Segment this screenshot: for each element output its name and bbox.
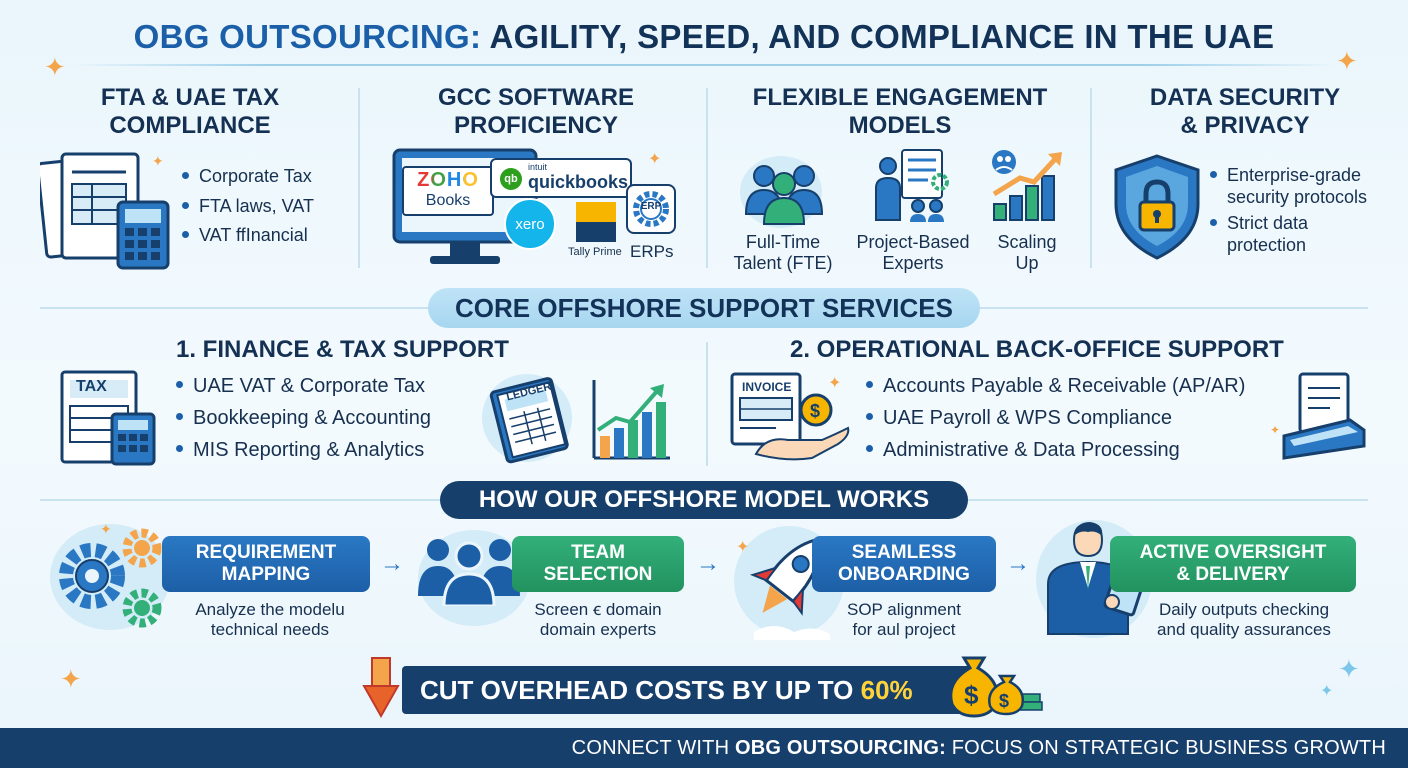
footer-bar: CONNECT WITH OBG OUTSOURCING: FOCUS ON S… [0,728,1408,768]
svg-text:$: $ [964,680,979,710]
intuit-label: intuit [528,162,548,172]
title-brand: OBG OUTSOURCING: [133,18,482,55]
operations-bullet: Accounts Payable & Receivable (AP/AR) [866,375,1245,397]
operations-bullet: Administrative & Data Processing [866,439,1180,461]
operations-bullet: UAE Payroll & WPS Compliance [866,407,1172,429]
quickbooks-logo: qb intuit quickbooks. [490,158,634,198]
tax-documents-icon [40,150,172,272]
finance-bullet: MIS Reporting & Analytics [176,439,424,461]
column-divider [358,88,360,268]
arrow-right-icon: → [1006,550,1030,577]
sparkle-icon: ✦ [60,664,82,694]
finance-bullet: UAE VAT & Corporate Tax [176,375,425,397]
tax-form-icon [50,366,160,466]
column-divider [706,342,708,466]
sparkle-icon: ✦ [648,151,662,168]
tax-form-label: TAX [76,378,107,395]
shield-lock-icon [1110,152,1204,262]
title-rest: AGILITY, SPEED, AND COMPLIANCE IN THE UA… [489,18,1275,55]
svg-text:$: $ [999,691,1009,711]
sparkle-icon: ✦ [1336,46,1358,76]
zoho-books-logo: ZOHO Books [402,166,494,216]
finance-tax-heading: 1. FINANCE & TAX SUPPORT [176,336,509,363]
footer-text: CONNECT WITH OBG OUTSOURCING: FOCUS ON S… [571,737,1386,759]
sparkle-icon: ✦ [1320,683,1334,700]
step-active-oversight: ACTIVE OVERSIGHT& DELIVERY [1110,536,1356,592]
savings-banner: CUT OVERHEAD COSTS BY UP TO 60% [402,666,978,714]
erp-badge-label: ERP [640,201,662,212]
column-divider [706,88,708,268]
tally-logo-icon [576,202,616,242]
money-bags-icon: $ $ [944,648,1044,718]
sparkle-icon: ✦ [828,375,842,392]
arrow-down-icon [362,656,400,718]
sparkle-icon: ✦ [100,521,112,537]
savings-percent: 60% [860,675,913,705]
sparkle-icon: ✦ [1270,423,1281,437]
bar-chart-icon [588,376,672,462]
invoice-label: INVOICE [742,380,792,394]
sparkle-icon: ✦ [1338,654,1360,684]
arrow-right-icon: → [380,550,404,577]
zoho-wordmark: ZOHO [417,169,479,191]
finance-bullet: Bookkeeping & Accounting [176,407,431,429]
sparkle-icon: ✦ [152,153,164,169]
project-expert-icon [874,148,954,224]
how-it-works-banner: HOW OUR OFFSHORE MODEL WORKS [440,481,968,519]
growth-chart-icon [990,148,1068,224]
erp-gear-icon: ERP [626,184,676,234]
invoice-payment-icon: $ [726,370,852,462]
tax-bullet: VAT ffInancial [182,224,308,246]
tally-label: Tally Prime [568,246,622,258]
operations-heading: 2. OPERATIONAL BACK-OFFICE SUPPORT [790,336,1284,363]
security-bullet: Strict data protection [1210,212,1308,256]
quickbooks-icon: qb [500,168,522,190]
column-divider [1090,88,1092,268]
tax-bullet: Corporate Tax [182,165,312,187]
sparkle-icon: ✦ [736,539,750,556]
tax-bullet: FTA laws, VAT [182,195,314,217]
sparkle-icon: ✦ [44,52,66,82]
ledger-book-icon [484,374,576,464]
icon-glow [50,524,170,630]
gears-icon [52,524,172,634]
arrow-right-icon: → [696,550,720,577]
erps-label: ERPs [630,242,674,261]
page-title: OBG OUTSOURCING: AGILITY, SPEED, AND COM… [0,18,1408,56]
scanner-icon [1280,370,1368,464]
svg-text:$: $ [810,401,820,421]
team-people-icon [738,160,830,226]
title-divider [70,64,1338,66]
books-label: Books [425,192,471,209]
security-heading: DATA SECURITY& PRIVACY [1149,84,1341,139]
rocket-icon [734,524,844,640]
team-selection-icon [414,534,524,606]
core-services-banner: CORE OFFSHORE SUPPORT SERVICES [428,288,980,328]
xero-logo: xero [504,198,556,250]
savings-text: CUT OVERHEAD COSTS BY UP TO [420,675,854,705]
quickbooks-label: quickbooks. [528,172,634,192]
security-bullet: Enterprise-grade security protocols [1210,164,1367,208]
